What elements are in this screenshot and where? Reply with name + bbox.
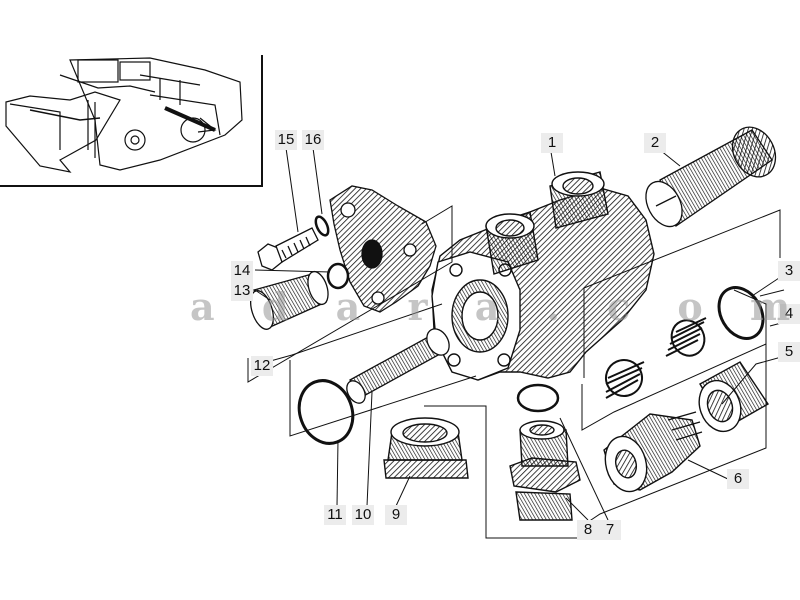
callout-5: 5 xyxy=(778,342,800,362)
callout-12: 12 xyxy=(251,356,273,376)
part-13-pin xyxy=(250,270,329,330)
callout-1: 1 xyxy=(541,133,563,153)
part-9-bushing xyxy=(383,417,469,479)
callout-11: 11 xyxy=(324,505,346,525)
inset-harvester-sketch xyxy=(0,55,263,187)
part-1-valve-body xyxy=(431,171,655,381)
part-8-adapter xyxy=(509,420,581,521)
part-10-shaft xyxy=(346,328,450,404)
callout-6: 6 xyxy=(727,469,749,489)
cover-plate xyxy=(329,185,437,313)
part-4-springs xyxy=(605,317,707,399)
part-5-nut xyxy=(698,361,769,433)
callout-15: 15 xyxy=(275,130,297,150)
part-2-plunger xyxy=(645,126,777,228)
callout-14: 14 xyxy=(231,261,253,281)
part-7-o-ring xyxy=(516,383,560,413)
callout-4: 4 xyxy=(778,304,800,324)
callout-3: 3 xyxy=(778,261,800,281)
leader-lines xyxy=(247,147,786,539)
part-15-bolt xyxy=(257,227,319,271)
part-16-ring xyxy=(314,215,330,237)
callout-8: 8 xyxy=(577,520,599,540)
callout-13: 13 xyxy=(231,281,253,301)
part-6-hex-fitting xyxy=(603,411,703,493)
part-3-o-ring xyxy=(717,286,765,340)
part-11-o-ring xyxy=(297,379,355,445)
callout-7: 7 xyxy=(599,520,621,540)
callout-10: 10 xyxy=(352,505,374,525)
watermark-text: a d a r a . c o m . u a xyxy=(190,284,800,329)
callout-9: 9 xyxy=(385,505,407,525)
callout-16: 16 xyxy=(302,130,324,150)
callout-2: 2 xyxy=(644,133,666,153)
